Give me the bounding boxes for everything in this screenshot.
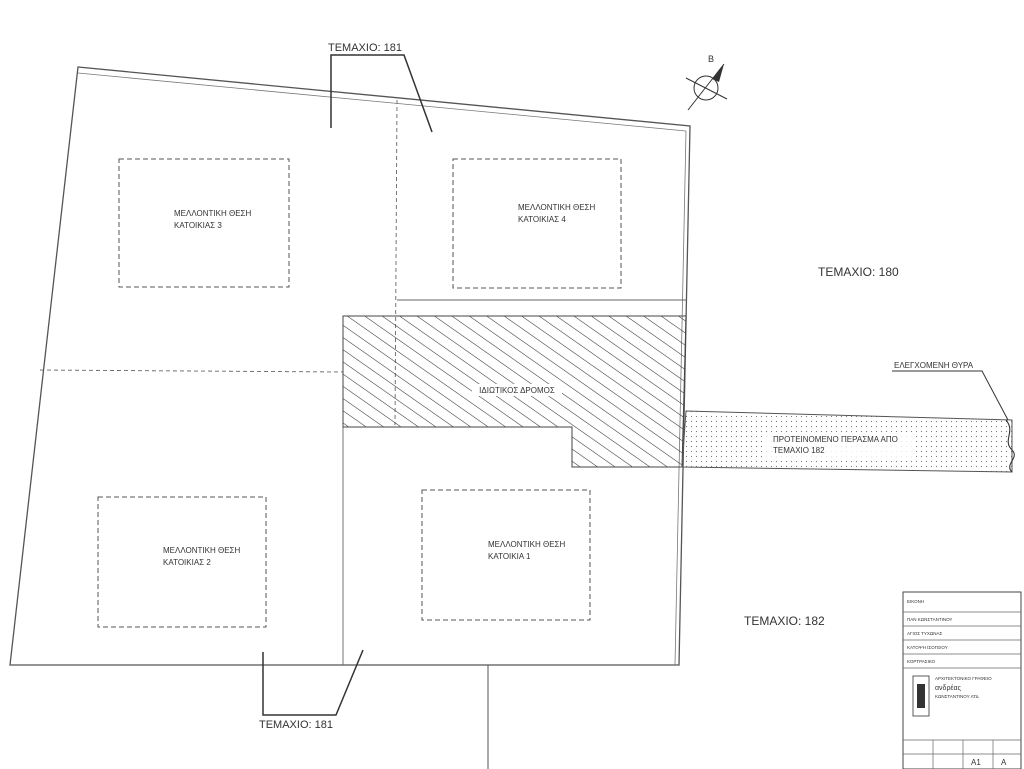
house-1-footprint xyxy=(421,489,591,621)
house-2-label-line2: ΚΑΤΟΙΚΙΑΣ 2 xyxy=(163,558,211,567)
road-label: ΙΔΙΩΤΙΚΟΣ ΔΡΟΜΟΣ xyxy=(479,386,555,395)
gate-leader xyxy=(892,370,1009,421)
house-4-footprint xyxy=(452,158,622,289)
title-block-row3: ΑΓΙΟΣ ΤΥΧΩΝΑΣ xyxy=(907,631,943,636)
plot-leader-bottom xyxy=(262,649,364,716)
house-2-footprint xyxy=(97,496,267,628)
house-3-footprint xyxy=(118,158,290,288)
title-block-rev: A xyxy=(1001,758,1007,767)
title-block-company2: ανδρέας xyxy=(935,684,962,692)
boundary-top-inner xyxy=(77,72,687,132)
access-label-line1: ΠΡΟΤΕΙΝΟΜΕΝΟ ΠΕΡΑΣΜΑ ΑΠΟ xyxy=(773,435,898,444)
north-label: Β xyxy=(708,54,714,64)
title-block-row4: ΚΑΤΟΨΗ ΙΣΟΓΕΙΟΥ xyxy=(907,645,948,650)
plot-label-right: ΤΕΜΑΧΙΟ: 180 xyxy=(818,265,899,279)
access-label-mask xyxy=(765,433,915,457)
access-label-line2: ΤΕΜΑΧΙΟ 182 xyxy=(773,446,825,455)
title-block-company1: ΑΡΧΙΤΕΚΤΟΝΙΚΟ ΓΡΑΦΕΙΟ xyxy=(935,676,992,681)
title-block-sheet: A1 xyxy=(971,758,981,767)
north-arrow-icon xyxy=(685,63,728,111)
title-block-row1: ΕΙΚΟΝΗ xyxy=(907,599,924,604)
division-line-horizontal-left xyxy=(39,369,344,373)
gate-label: ΕΛΕΓΧΟΜΕΝΗ ΘΥΡΑ xyxy=(894,361,974,370)
plot-label-top: ΤΕΜΑΧΙΟ: 181 xyxy=(328,42,402,54)
house-4-label-line2: ΚΑΤΟΙΚΙΑΣ 4 xyxy=(518,215,566,224)
division-line-vertical-top xyxy=(394,99,398,426)
plot-label-bottom: ΤΕΜΑΧΙΟ: 181 xyxy=(259,719,333,731)
house-4-label-line1: ΜΕΛΛΟΝΤΙΚΗ ΘΕΣΗ xyxy=(518,203,595,212)
title-block-row2: ΠΑΝ ΚΩΝΣΤΑΝΤΙΝΟΥ xyxy=(907,617,952,622)
gate-symbol xyxy=(1005,419,1015,473)
plot-leader-top xyxy=(330,54,433,133)
title-block-company3: ΚΩΝΣΤΑΝΤΙΝΟΥ ΛΤΔ xyxy=(935,694,979,699)
site-boundary xyxy=(9,66,691,666)
plot-label-bottom-right: ΤΕΜΑΧΙΟ: 182 xyxy=(744,614,825,628)
title-block-row5: ΚΟΡΤΡΑΣΙΚΟ xyxy=(907,659,936,664)
title-block: ΕΙΚΟΝΗ ΠΑΝ ΚΩΝΣΤΑΝΤΙΝΟΥ ΑΓΙΟΣ ΤΥΧΩΝΑΣ ΚΑ… xyxy=(902,591,1022,769)
house-2-label-line1: ΜΕΛΛΟΝΤΙΚΗ ΘΕΣΗ xyxy=(163,546,240,555)
road-label-mask xyxy=(472,384,562,396)
house-3-label-line2: ΚΑΤΟΙΚΙΑΣ 3 xyxy=(174,221,222,230)
house-3-label-line1: ΜΕΛΛΟΝΤΙΚΗ ΘΕΣΗ xyxy=(174,209,251,218)
house-1-label-line2: ΚΑΤΟΙΚΙΑ 1 xyxy=(488,552,531,561)
house-1-label-line1: ΜΕΛΛΟΝΤΙΚΗ ΘΕΣΗ xyxy=(488,540,565,549)
